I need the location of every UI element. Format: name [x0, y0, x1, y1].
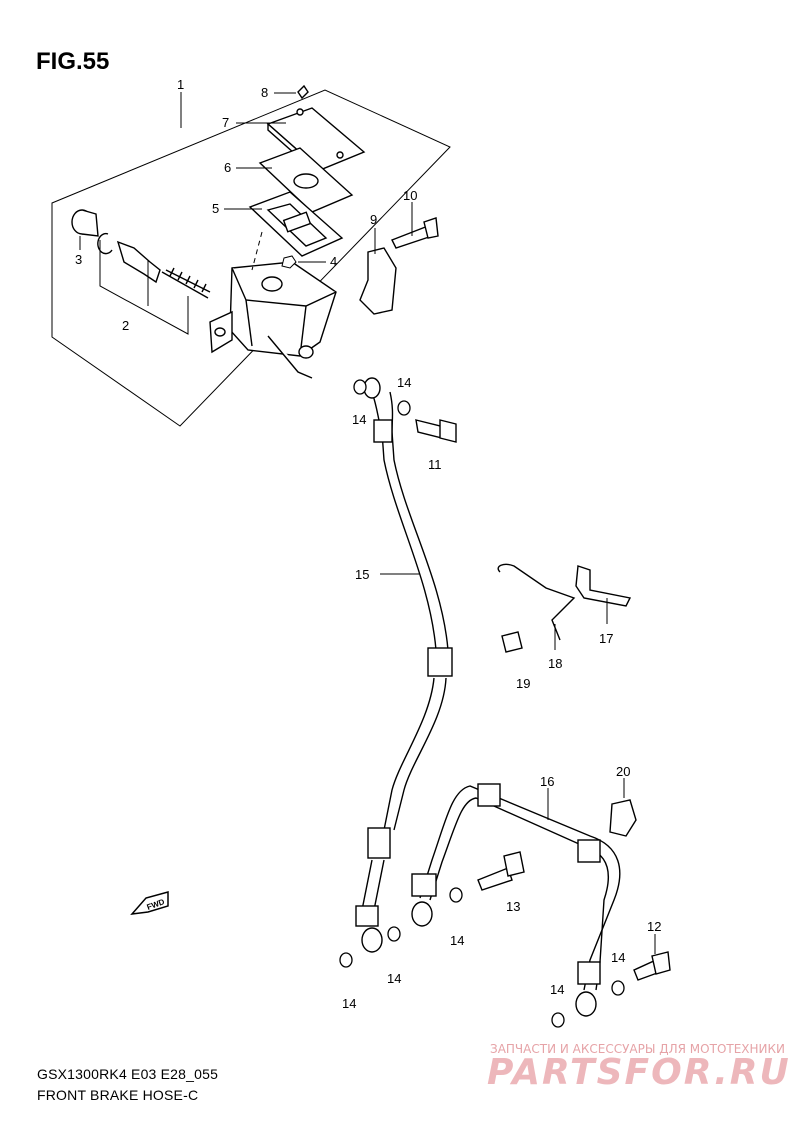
- piston-assembly: [71, 209, 211, 299]
- bolt-10: [391, 217, 439, 249]
- washers-14: [339, 379, 625, 1028]
- bracket-line-2: [99, 240, 189, 335]
- watermark-logo: PARTSFOR.RU: [487, 1052, 791, 1093]
- callout-5: 5: [212, 201, 219, 216]
- callout-1: 1: [177, 77, 184, 92]
- figure-caption: FRONT BRAKE HOSE-C: [37, 1087, 199, 1103]
- brackets: [497, 563, 637, 837]
- callout-6: 6: [224, 160, 231, 175]
- callout-15: 15: [355, 567, 369, 582]
- watermark-tagline: ЗАПЧАСТИ И АКСЕССУАРЫ ДЛЯ МОТОТЕХНИКИ: [490, 1042, 786, 1056]
- callout-7: 7: [222, 115, 229, 130]
- callout-14e: 14: [450, 933, 464, 948]
- callout-12: 12: [647, 919, 661, 934]
- callout-2: 2: [122, 318, 129, 333]
- callout-8: 8: [261, 85, 268, 100]
- callout-14c: 14: [342, 996, 356, 1011]
- clamp-9: [359, 247, 397, 315]
- hose-16: [411, 783, 621, 1017]
- callout-4: 4: [330, 254, 337, 269]
- callout-17: 17: [599, 631, 613, 646]
- callout-16: 16: [540, 774, 554, 789]
- nut-4: [281, 255, 297, 269]
- callout-9: 9: [370, 212, 377, 227]
- master-cylinder-body: [209, 261, 337, 379]
- callout-10: 10: [403, 188, 417, 203]
- callout-20: 20: [616, 764, 630, 779]
- model-code: GSX1300RK4 E03 E28_055: [37, 1066, 219, 1082]
- callout-13: 13: [506, 899, 520, 914]
- leader-lines: [79, 92, 656, 954]
- callout-14f: 14: [550, 982, 564, 997]
- callout-18: 18: [548, 656, 562, 671]
- callout-14d: 14: [387, 971, 401, 986]
- callout-14g: 14: [611, 950, 625, 965]
- hose-15: [355, 377, 453, 953]
- cap-parts: [248, 84, 366, 257]
- callouts: 1 2 3 4 5 6 7 8 9 10 11 12 13 14 14 14 1…: [75, 77, 661, 1011]
- callout-19: 19: [516, 676, 530, 691]
- bolts: [415, 419, 671, 981]
- callout-3: 3: [75, 252, 82, 267]
- fwd-arrow: FWD: [130, 891, 169, 915]
- figure-title: FIG.55: [36, 48, 110, 75]
- callout-14b: 14: [352, 412, 366, 427]
- callout-14a: 14: [397, 375, 411, 390]
- callout-11: 11: [428, 457, 442, 472]
